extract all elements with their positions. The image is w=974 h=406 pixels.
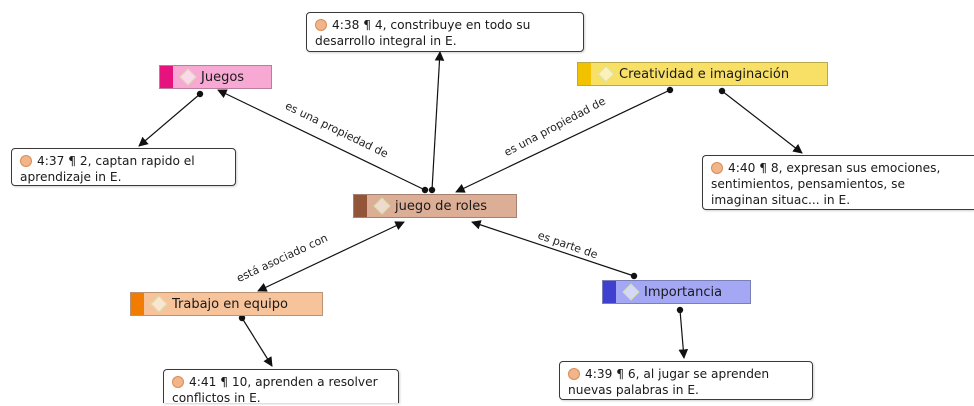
link-trabajo-roles[interactable] (257, 221, 405, 292)
link-roles-juegos-dot (421, 186, 429, 194)
code-label: Juegos (201, 69, 245, 85)
quote-text: 4:40 ¶ 8, expresan sus emociones, (728, 161, 941, 175)
code-color-bar (578, 63, 591, 85)
quote-text: 4:38 ¶ 4, constribuye en todo su (332, 18, 531, 32)
code-icon (622, 283, 640, 301)
code-label: Importancia (644, 284, 723, 300)
link-importancia-q439[interactable] (678, 309, 689, 359)
quote-line: imaginan situac... in E. (711, 193, 851, 207)
quote-line: aprendizaje in E. (20, 170, 122, 184)
link-roles-q438[interactable] (431, 51, 445, 191)
quotation-icon (315, 19, 327, 31)
quote-text: 4:37 ¶ 2, captan rapido el (37, 154, 195, 168)
quote-node-4-38[interactable]: 4:38 ¶ 4, constribuye en todo su desarro… (306, 12, 584, 52)
code-icon (179, 68, 197, 86)
code-icon (373, 197, 391, 215)
link-importancia-roles-dot (630, 272, 638, 280)
code-color-bar (603, 281, 616, 303)
code-label: juego de roles (395, 198, 487, 214)
code-node-trabajo-en-equipo[interactable]: Trabajo en equipo (130, 292, 323, 316)
quote-node-4-39[interactable]: 4:39 ¶ 6, al jugar se aprenden nuevas pa… (559, 361, 813, 400)
link-roles-q438-dot (428, 186, 436, 194)
link-trabajo-q441[interactable] (241, 317, 273, 367)
link-importancia-q439-dot (676, 306, 684, 314)
code-label: Trabajo en equipo (172, 296, 288, 312)
code-color-bar (354, 195, 367, 217)
quotation-icon (711, 162, 723, 174)
quote-node-4-41[interactable]: 4:41 ¶ 10, aprenden a resolver conflicto… (163, 369, 399, 405)
quote-line: 4:38 ¶ 4, constribuye en todo su (315, 17, 575, 33)
code-node-juegos[interactable]: Juegos (159, 65, 272, 89)
quote-text: 4:41 ¶ 10, aprenden a resolver (189, 375, 378, 389)
quote-line: conflictos in E. (172, 391, 261, 405)
code-node-creatividad[interactable]: Creatividad e imaginación (577, 62, 828, 86)
quote-line: nuevas palabras in E. (568, 383, 699, 397)
link-importancia-roles[interactable] (471, 220, 635, 277)
quote-text: 4:39 ¶ 6, al jugar se aprenden (585, 367, 770, 381)
code-color-bar (160, 66, 173, 88)
quote-line: 4:37 ¶ 2, captan rapido el (20, 153, 227, 169)
code-node-juego-de-roles[interactable]: juego de roles (353, 194, 517, 218)
link-trabajo-q441-dot (238, 314, 246, 322)
quotation-icon (20, 155, 32, 167)
code-node-importancia[interactable]: Importancia (602, 280, 751, 304)
link-creatividad-roles-dot (666, 86, 674, 94)
quotation-icon (568, 368, 580, 380)
quote-node-4-40[interactable]: 4:40 ¶ 8, expresan sus emociones, sentim… (702, 155, 974, 210)
quote-line: 4:39 ¶ 6, al jugar se aprenden (568, 366, 804, 382)
code-icon (597, 65, 615, 83)
link-creatividad-roles[interactable] (455, 89, 671, 193)
quote-line: desarrollo integral in E. (315, 34, 457, 48)
quote-line: 4:40 ¶ 8, expresan sus emociones, (711, 160, 966, 176)
code-color-bar (131, 293, 144, 315)
link-creatividad-q440-dot (718, 87, 726, 95)
quotation-icon (172, 376, 184, 388)
quote-node-4-37[interactable]: 4:37 ¶ 2, captan rapido el aprendizaje i… (11, 148, 236, 186)
code-icon (150, 295, 168, 313)
link-creatividad-q440[interactable] (721, 90, 803, 154)
link-roles-juegos[interactable] (217, 89, 426, 191)
link-juegos-q437[interactable] (138, 93, 201, 147)
code-label: Creatividad e imaginación (619, 66, 790, 82)
link-juegos-q437-dot (196, 90, 204, 98)
quote-line: sentimientos, pensamientos, se (711, 177, 905, 191)
quote-line: 4:41 ¶ 10, aprenden a resolver (172, 374, 390, 390)
